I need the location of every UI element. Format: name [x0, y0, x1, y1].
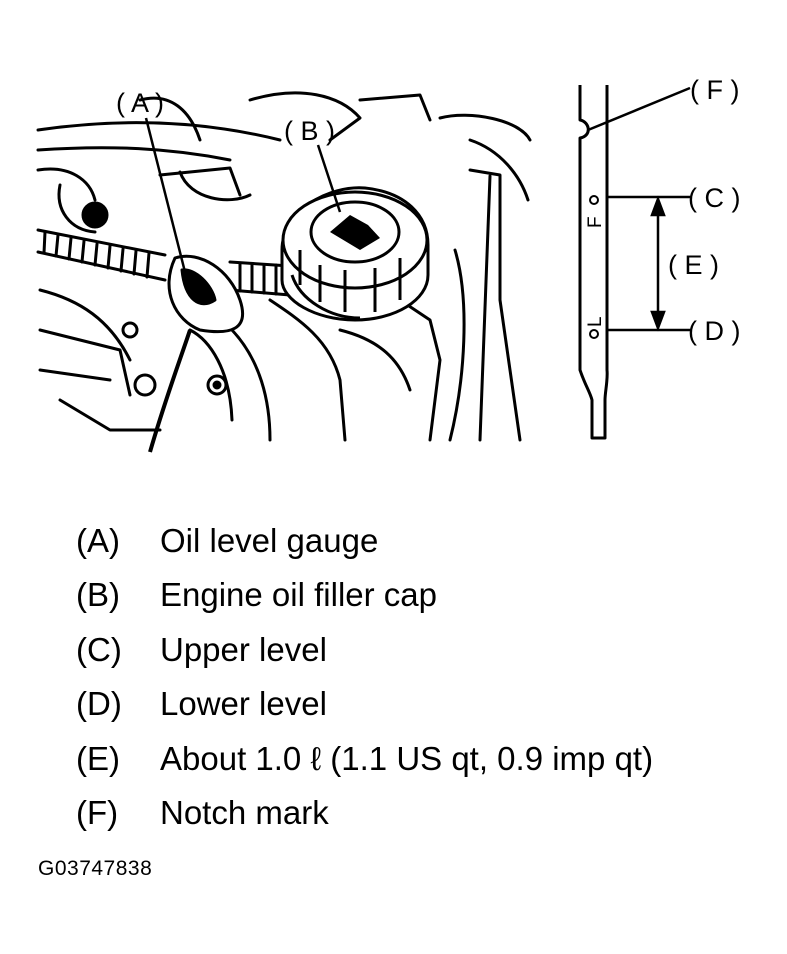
legend-key: (C): [76, 631, 122, 668]
legend-key: (B): [76, 576, 120, 613]
oil-level-gauge-handle: [148, 254, 245, 453]
dipstick-full-mark: F: [585, 216, 606, 228]
legend-item-b: (B) Engine oil filler cap: [0, 575, 787, 615]
legend-text: Lower level: [160, 685, 327, 722]
dipstick-low-hole: [589, 329, 599, 339]
engine-oil-diagram: F L ( A ) ( B ) ( C ) ( D ) ( E ) ( F ): [36, 75, 740, 453]
legend-key: (E): [76, 740, 120, 777]
figure-code: G03747838: [38, 857, 153, 880]
legend-item-c: (C) Upper level: [0, 630, 787, 670]
callout-b: ( B ): [284, 116, 335, 146]
callout-c: ( C ): [688, 183, 740, 213]
dimension-arrow-e: [650, 195, 666, 332]
legend-key: (F): [76, 794, 119, 831]
dipstick-low-mark: L: [585, 316, 606, 327]
dipstick-illustration: [578, 85, 609, 440]
legend-text: Upper level: [160, 631, 327, 668]
callout-a: ( A ): [116, 88, 164, 118]
leader-line-f: [587, 86, 691, 132]
legend-item-e: (E) About 1.0 ℓ (1.1 US qt, 0.9 imp qt): [0, 739, 787, 779]
legend-text: Oil level gauge: [160, 522, 379, 559]
legend-item-d: (D) Lower level: [0, 684, 787, 724]
legend-item-f: (F) Notch mark: [0, 793, 787, 833]
engine-bay-illustration: [36, 91, 532, 442]
dipstick-full-hole: [589, 195, 599, 205]
engine-oil-filler-cap: [280, 186, 430, 322]
legend-key: (D): [76, 685, 122, 722]
leader-lines: [144, 86, 691, 332]
callout-e: ( E ): [668, 250, 719, 280]
legend-item-a: (A) Oil level gauge: [0, 521, 787, 561]
callout-d: ( D ): [688, 316, 740, 346]
leader-line-b: [316, 144, 342, 213]
legend-text: Notch mark: [160, 794, 329, 831]
leader-line-a: [144, 117, 187, 273]
legend-key: (A): [76, 522, 120, 559]
callout-f: ( F ): [690, 75, 739, 105]
legend-text: Engine oil filler cap: [160, 576, 437, 613]
legend-text: About 1.0 ℓ (1.1 US qt, 0.9 imp qt): [160, 740, 654, 777]
